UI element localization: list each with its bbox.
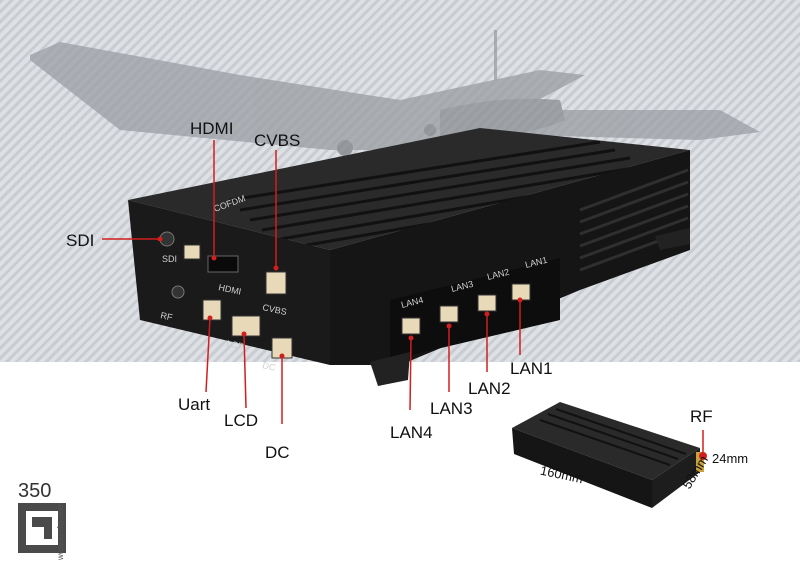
label-lan3: LAN3 bbox=[430, 399, 473, 418]
label-cvbs: CVBS bbox=[254, 131, 301, 150]
marking-hdmi: HDMI bbox=[218, 282, 243, 297]
watermark-url: www.szsfqr.com bbox=[56, 502, 65, 560]
marking-sdi: SDI bbox=[162, 254, 177, 264]
label-lan2: LAN2 bbox=[468, 379, 511, 398]
label-dc: DC bbox=[265, 443, 290, 462]
label-lan1: LAN1 bbox=[510, 359, 553, 378]
marking-dc: DC bbox=[262, 360, 277, 373]
label-dim-height: 24mm bbox=[712, 451, 749, 466]
label-uart: Uart bbox=[178, 395, 211, 414]
leader-lines bbox=[102, 140, 704, 454]
marking-lcd: LCD bbox=[226, 338, 246, 352]
label-sdi: SDI bbox=[66, 231, 95, 250]
marking-cvbs: CVBS bbox=[262, 302, 288, 317]
main-device bbox=[128, 128, 690, 386]
watermark-number: 350 bbox=[18, 480, 52, 502]
marking-rf: RF bbox=[160, 310, 174, 322]
small-device-inset bbox=[512, 402, 707, 508]
label-lcd: LCD bbox=[224, 411, 259, 430]
aircraft-silhouette bbox=[30, 30, 760, 156]
label-rf: RF bbox=[690, 407, 713, 426]
watermark-logo-icon bbox=[18, 503, 66, 553]
label-lan4: LAN4 bbox=[390, 423, 433, 442]
leader-dots bbox=[157, 236, 523, 359]
label-hdmi: HDMI bbox=[190, 119, 234, 138]
